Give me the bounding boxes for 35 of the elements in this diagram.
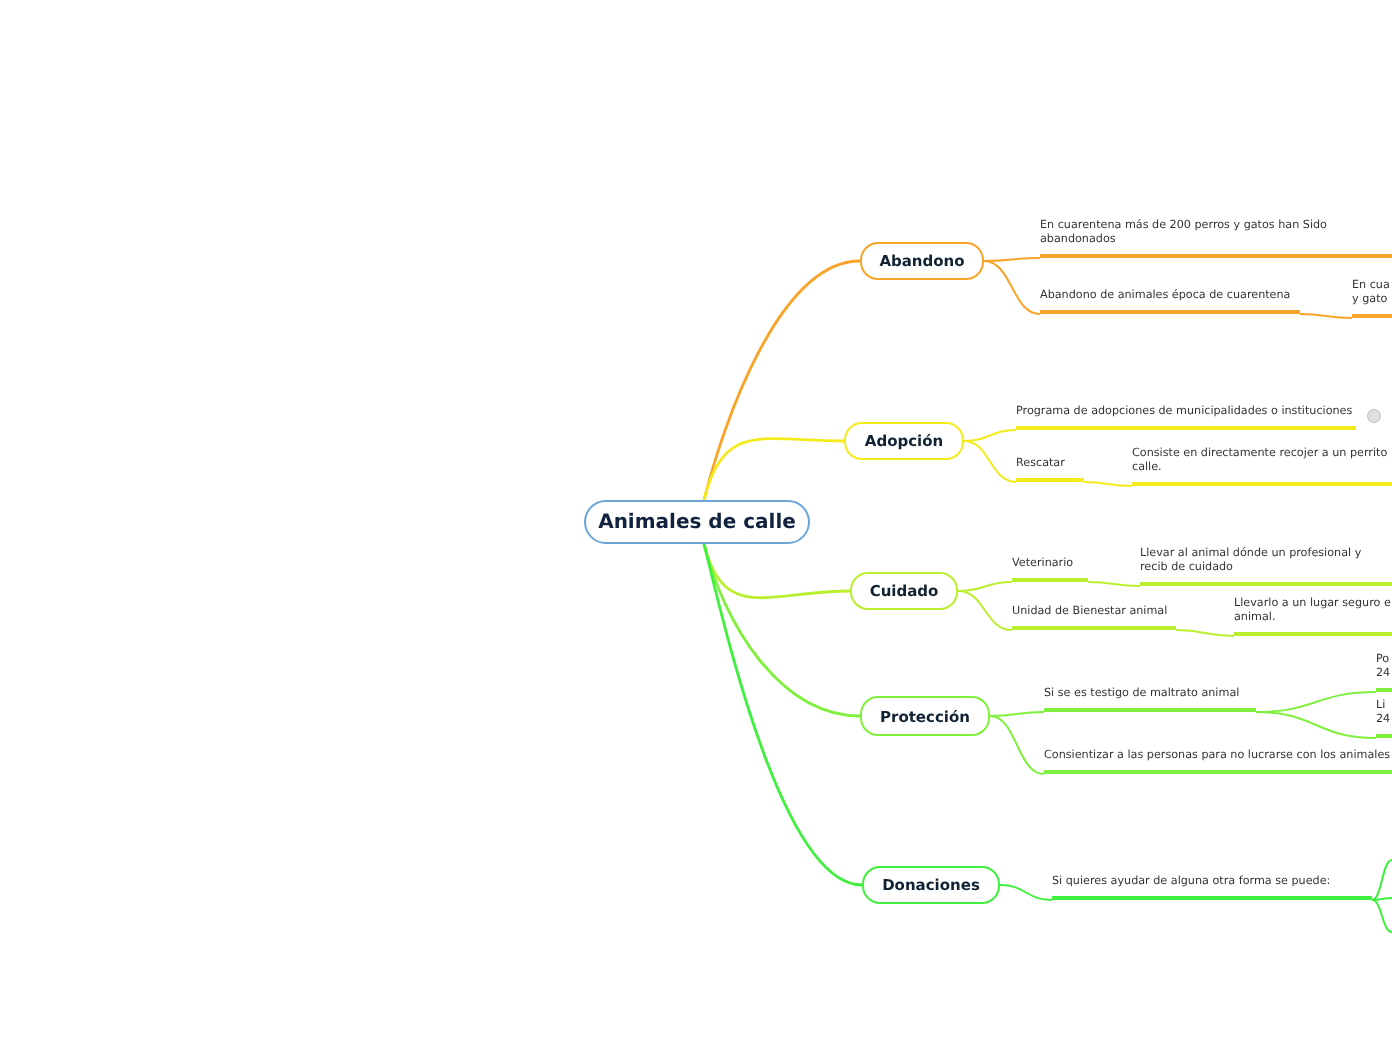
branch-line [999, 884, 1053, 901]
branch-line [957, 590, 1013, 631]
branch-line [983, 260, 1041, 315]
branch-line [963, 429, 1017, 442]
topic-underline [1040, 286, 1300, 314]
branch-line [957, 581, 1013, 592]
branch-line [1299, 313, 1353, 319]
branch-line [1371, 859, 1392, 901]
central-topic: Animales de calle [584, 500, 810, 544]
topic-underline [1016, 404, 1356, 430]
branch-line [1371, 897, 1392, 901]
topic-underline [1044, 748, 1392, 774]
branch-line [963, 440, 1017, 483]
branch-line [702, 437, 845, 501]
branch-line [1175, 629, 1235, 637]
branch-line [1087, 581, 1141, 587]
topic-underline [1052, 874, 1372, 900]
branch-line [983, 257, 1041, 262]
branch-line [1083, 481, 1133, 487]
topic-underline [1040, 220, 1392, 258]
branch-line [989, 715, 1045, 775]
branch-line [702, 259, 861, 501]
topic-underline [1016, 456, 1084, 482]
topic-underline [1376, 700, 1392, 738]
topic-underline [1140, 546, 1392, 586]
topic-underline [1044, 686, 1256, 712]
topic-underline [1012, 556, 1088, 582]
topic-underline [1132, 446, 1392, 486]
topic-underline [1012, 604, 1176, 630]
topic-underline [1234, 596, 1392, 636]
branch-line [989, 711, 1045, 717]
topic-underline [1352, 280, 1392, 318]
branch-line [1255, 711, 1377, 739]
branch-line [1371, 899, 1392, 933]
branch-line [702, 543, 863, 887]
